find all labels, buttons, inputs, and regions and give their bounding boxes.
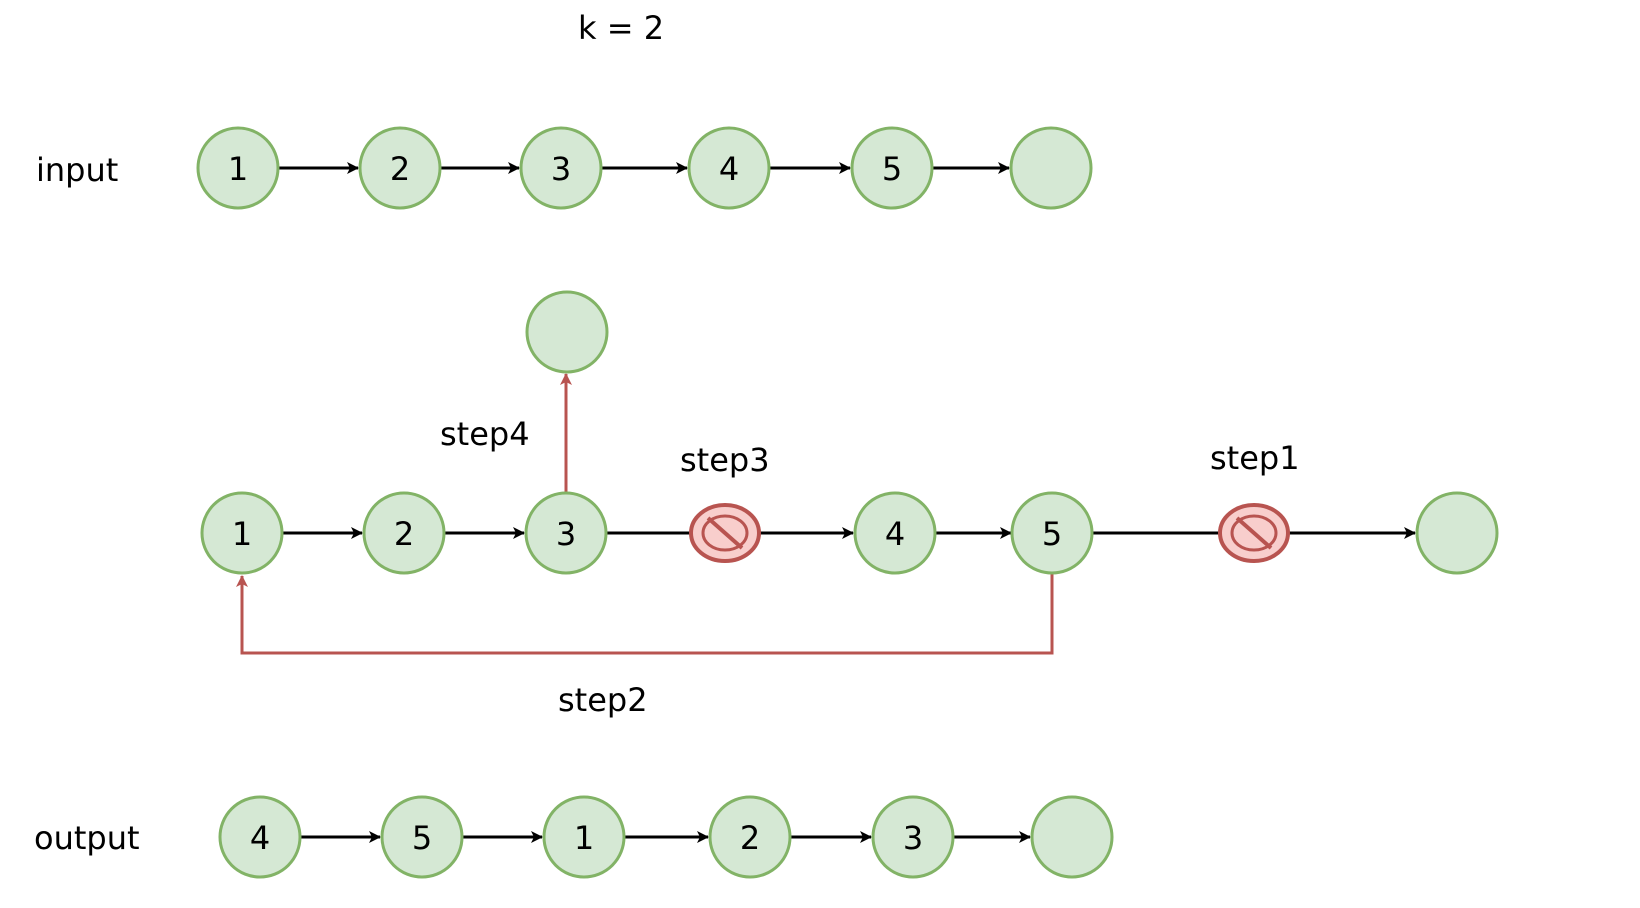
middle-node-value: 1 (232, 515, 252, 553)
step4-label: step4 (440, 415, 530, 453)
step1-label: step1 (1210, 439, 1300, 477)
step3-label: step3 (680, 441, 770, 479)
middle-node-value: 4 (885, 515, 905, 553)
middle-node-value: 3 (556, 515, 576, 553)
step2-label: step2 (558, 681, 648, 719)
input-row: 1 2 3 4 5 (196, 126, 1093, 210)
input-null-node (1009, 126, 1093, 210)
input-node: 1 (196, 126, 280, 210)
output-null-node (1030, 795, 1114, 879)
new-tail-null-node (525, 290, 609, 374)
output-node-value: 5 (412, 819, 432, 857)
output-node-value: 3 (903, 819, 923, 857)
output-node-value: 2 (740, 819, 760, 857)
middle-node-value: 5 (1042, 515, 1062, 553)
cut-icon (689, 503, 761, 563)
k-value-title: k = 2 (578, 9, 665, 47)
output-node-value: 4 (250, 819, 270, 857)
rotation-steps-row: 1 2 3 4 5 (200, 290, 1499, 655)
input-node-value: 1 (228, 150, 248, 188)
input-node: 2 (358, 126, 442, 210)
output-node: 3 (871, 795, 955, 879)
middle-node-value: 2 (394, 515, 414, 553)
input-row-label: input (36, 151, 119, 189)
middle-node: 5 (1010, 491, 1094, 575)
middle-node: 1 (200, 491, 284, 575)
input-node: 5 (850, 126, 934, 210)
middle-node: 2 (362, 491, 446, 575)
middle-null-node (1415, 491, 1499, 575)
output-node: 2 (708, 795, 792, 879)
input-node: 3 (519, 126, 603, 210)
output-node: 5 (380, 795, 464, 879)
cut-icon (1218, 503, 1290, 563)
middle-node: 4 (853, 491, 937, 575)
input-node: 4 (687, 126, 771, 210)
output-node: 4 (218, 795, 302, 879)
input-node-value: 3 (551, 150, 571, 188)
input-node-value: 5 (882, 150, 902, 188)
output-row-label: output (34, 819, 140, 857)
input-node-value: 4 (719, 150, 739, 188)
step2-edge (236, 574, 1054, 655)
output-row: 4 5 1 2 3 (218, 795, 1114, 879)
input-node-value: 2 (390, 150, 410, 188)
output-node-value: 1 (574, 819, 594, 857)
middle-node: 3 (524, 491, 608, 575)
output-node: 1 (542, 795, 626, 879)
